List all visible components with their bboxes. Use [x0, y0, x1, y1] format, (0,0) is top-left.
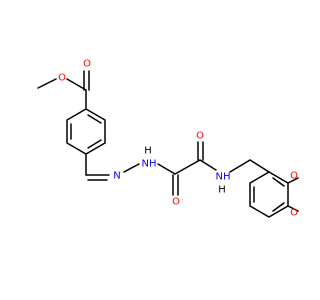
- benzene-double-1: [87, 114, 102, 124]
- bond-nh-carbonyl: [157, 163, 176, 175]
- benzene-ring: [66, 108, 106, 155]
- bond-ring-o-top: [287, 177, 299, 184]
- bond-oxalyl-cc: [174, 159, 201, 175]
- atom-o-methoxy: O: [58, 73, 66, 84]
- benzodioxole-ring: [249, 171, 289, 218]
- structure-svg: O O N H NH O O NH H O O: [37, 59, 299, 219]
- atom-h-hydrazide: H: [144, 146, 152, 157]
- bond-n-nh: [123, 163, 140, 173]
- bond-methyl-o: [37, 78, 57, 89]
- atom-nh-amide: NH: [216, 172, 231, 183]
- benzodioxole-double-1: [272, 177, 285, 187]
- atom-h-amide: H: [218, 185, 226, 196]
- benzodioxole-double-2: [272, 202, 285, 212]
- atom-n-hydrazone: N: [113, 171, 120, 182]
- atom-o-ester-carbonyl: O: [83, 59, 91, 70]
- bond-nh-ch2: [229, 159, 251, 173]
- atom-o-dioxole-bottom: O: [290, 208, 298, 219]
- atom-o-oxalyl-right: O: [196, 131, 204, 142]
- molecule-diagram: O O N H NH O O NH H O O: [37, 59, 299, 219]
- atom-o-oxalyl-left: O: [172, 197, 180, 208]
- bond-ring-o-bottom: [287, 205, 299, 212]
- benzene-double-2: [87, 139, 102, 149]
- atom-o-dioxole-top: O: [290, 171, 298, 182]
- bond-ch2-ring: [249, 159, 270, 173]
- bond-carbonyl-nh: [199, 159, 217, 171]
- bond-o-ester-carbon: [66, 78, 87, 91]
- atom-nh-hydrazide: NH: [142, 159, 157, 170]
